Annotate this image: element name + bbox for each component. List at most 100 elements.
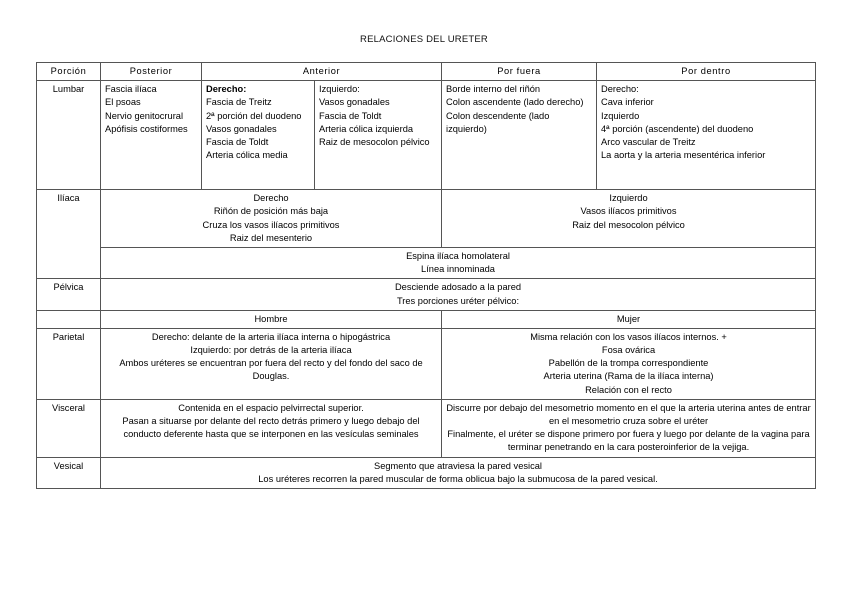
iliaca-izquierdo-list: Izquierdo Vasos ilíacos primitivos Raiz … [446, 192, 811, 232]
visceral-mujer-list: Discurre por debajo del mesometrio momen… [446, 402, 811, 455]
parietal-hombre-list: Derecho: delante de la arteria ilíaca in… [105, 331, 437, 384]
list-item: Tres porciones uréter pélvico: [396, 295, 520, 306]
list-item: Derecho [253, 193, 289, 204]
list-item: Arteria cólica izquierda [319, 123, 414, 134]
cell-empty-sexo [36, 309, 101, 329]
column-header-anterior: Anterior [200, 61, 443, 82]
page-title: RELACIONES DEL URETER [360, 34, 488, 45]
list-item: Fascia de Treitz [206, 97, 272, 108]
list-item: Fascia ilíaca [105, 84, 157, 95]
cell-visceral-hombre: Contenida en el espacio pelvirrectal sup… [99, 398, 443, 458]
list-item: Izquierdo: por detrás de la arteria ilía… [190, 345, 352, 356]
cell-iliaca-comun: Espina ilíaca homolateral Línea innomina… [99, 246, 817, 280]
table-row-lumbar: Lumbar Fascia ilíaca El psoas Nervio gen… [36, 80, 817, 191]
cell-lumbar-anterior-izquierdo: Izquierdo: Vasos gonadales Fascia de Tol… [313, 80, 443, 191]
list-item: Ambos uréteres se encuentran por fuera d… [119, 358, 423, 382]
cell-visceral-mujer: Discurre por debajo del mesometrio momen… [441, 398, 817, 458]
list-item: El psoas [105, 97, 141, 108]
ureter-relations-table: Porción Posterior Anterior Por fuera Por… [36, 61, 817, 489]
list-item: Línea innominada [421, 264, 495, 275]
column-header-mujer: Mujer [441, 309, 817, 329]
sublabel-izquierdo: Izquierdo: [319, 84, 360, 95]
list-item: Riñón de posición más baja [213, 206, 329, 217]
list-item: Discurre por debajo del mesometrio momen… [446, 402, 811, 426]
list-item: Raiz del mesenterio [229, 232, 313, 243]
list-item: 2ª porción del duodeno [206, 110, 302, 121]
table-header-row: Porción Posterior Anterior Por fuera Por… [36, 61, 817, 82]
list-item: Vasos ilíacos primitivos [580, 206, 677, 217]
list-item: Izquierdo [601, 110, 640, 121]
iliaca-comun-list: Espina ilíaca homolateral Línea innomina… [105, 250, 811, 276]
cell-lumbar-posterior: Fascia ilíaca El psoas Nervio genitocrur… [100, 80, 202, 191]
column-header-por-fuera: Por fuera [441, 61, 598, 82]
cell-pelvica: Desciende adosado a la pared Tres porcio… [99, 278, 817, 311]
list-item: Espina ilíaca homolateral [406, 250, 510, 261]
list-item: Cava inferior [601, 97, 654, 108]
cell-lumbar-anterior-derecho: Derecho: Fascia de Treitz 2ª porción del… [201, 80, 315, 191]
table-row-visceral: Visceral Contenida en el espacio pelvirr… [36, 398, 817, 458]
iliaca-derecho-list: Derecho Riñón de posición más baja Cruza… [105, 192, 437, 245]
column-header-hombre: Hombre [99, 309, 443, 329]
list-item: Los uréteres recorren la pared muscular … [258, 473, 658, 484]
list-item: Relación con el recto [585, 384, 672, 395]
list-item: Colon ascendente (lado derecho) [446, 97, 584, 108]
row-label-vesical: Vesical [36, 456, 101, 489]
list-item: Borde interno del riñón [446, 84, 541, 95]
cell-parietal-hombre: Derecho: delante de la arteria ilíaca in… [99, 327, 443, 400]
list-item: La aorta y la arteria mesentérica inferi… [601, 150, 766, 161]
list-item: Desciende adosado a la pared [394, 282, 522, 293]
list-item: Finalmente, el uréter se dispone primero… [447, 429, 810, 453]
list-item: 4ª porción (ascendente) del duodeno [601, 123, 754, 134]
table-row-parietal: Parietal Derecho: delante de la arteria … [36, 327, 817, 400]
column-header-por-dentro: Por dentro [596, 61, 817, 82]
lumbar-anterior-derecho-list: Derecho: Fascia de Treitz 2ª porción del… [206, 83, 310, 162]
list-item: Cruza los vasos ilíacos primitivos [202, 219, 340, 230]
row-label-lumbar: Lumbar [36, 80, 101, 191]
pelvica-list: Desciende adosado a la pared Tres porcio… [105, 281, 811, 307]
cell-lumbar-por-fuera: Borde interno del riñón Colon ascendente… [441, 80, 598, 191]
table-row-sexo-headers: Hombre Mujer [36, 309, 817, 329]
row-label-visceral: Visceral [36, 398, 101, 458]
vesical-list: Segmento que atraviesa la pared vesical … [105, 460, 811, 486]
cell-parietal-mujer: Misma relación con los vasos ilíacos int… [441, 327, 817, 400]
list-item: Arteria cólica media [206, 150, 288, 161]
table-row-vesical: Vesical Segmento que atraviesa la pared … [36, 456, 817, 489]
row-label-pelvica: Pélvica [36, 278, 101, 311]
list-item: Apófisis costiformes [105, 123, 188, 134]
lumbar-por-fuera-list: Borde interno del riñón Colon ascendente… [446, 83, 592, 136]
lumbar-por-dentro-list: Derecho: Cava inferior Izquierdo 4ª porc… [601, 83, 811, 162]
table-row-iliaca-comun: Espina ilíaca homolateral Línea innomina… [37, 246, 817, 280]
list-item: Colon descendente (lado izquierdo) [446, 110, 550, 134]
sublabel-derecho: Derecho: [206, 84, 247, 95]
column-header-porcion: Porción [36, 61, 101, 82]
sublabel-derecho: Derecho: [601, 84, 639, 95]
row-label-iliaca: Ilíaca [36, 189, 101, 280]
list-item: Raiz del mesocolon pélvico [572, 219, 685, 230]
list-item: Arco vascular de Treitz [601, 136, 696, 147]
list-item: Segmento que atraviesa la pared vesical [374, 460, 542, 471]
list-item: Fosa ovárica [601, 345, 656, 356]
visceral-hombre-list: Contenida en el espacio pelvirrectal sup… [105, 402, 437, 442]
list-item: Nervio genitocrural [105, 110, 184, 121]
list-item: Pasan a situarse por delante del recto d… [122, 416, 420, 440]
column-header-posterior: Posterior [100, 61, 202, 82]
table-row-pelvica: Pélvica Desciende adosado a la pared Tre… [36, 278, 817, 311]
lumbar-anterior-izquierdo-list: Izquierdo: Vasos gonadales Fascia de Tol… [319, 83, 437, 149]
cell-vesical: Segmento que atraviesa la pared vesical … [99, 456, 817, 489]
list-item: Vasos gonadales [319, 97, 390, 108]
table-row-iliaca: Ilíaca Derecho Riñón de posición más baj… [36, 189, 817, 280]
parietal-mujer-list: Misma relación con los vasos ilíacos int… [446, 331, 811, 397]
list-item: Pabellón de la trompa correspondiente [548, 358, 709, 369]
list-item: Fascia de Toldt [319, 110, 382, 121]
row-label-parietal: Parietal [36, 327, 101, 400]
list-item: Izquierdo [609, 193, 648, 204]
cell-lumbar-por-dentro: Derecho: Cava inferior Izquierdo 4ª porc… [596, 80, 817, 191]
list-item: Contenida en el espacio pelvirrectal sup… [178, 402, 364, 413]
ureter-relations-table-container: Porción Posterior Anterior Por fuera Por… [36, 61, 817, 489]
cell-iliaca-izquierdo: Izquierdo Vasos ilíacos primitivos Raiz … [441, 189, 817, 248]
list-item: Arteria uterina (Rama de la ilíaca inter… [543, 371, 714, 382]
list-item: Fascia de Toldt [206, 136, 269, 147]
lumbar-posterior-list: Fascia ilíaca El psoas Nervio genitocrur… [105, 83, 197, 136]
list-item: Raiz de mesocolon pélvico [319, 136, 430, 147]
